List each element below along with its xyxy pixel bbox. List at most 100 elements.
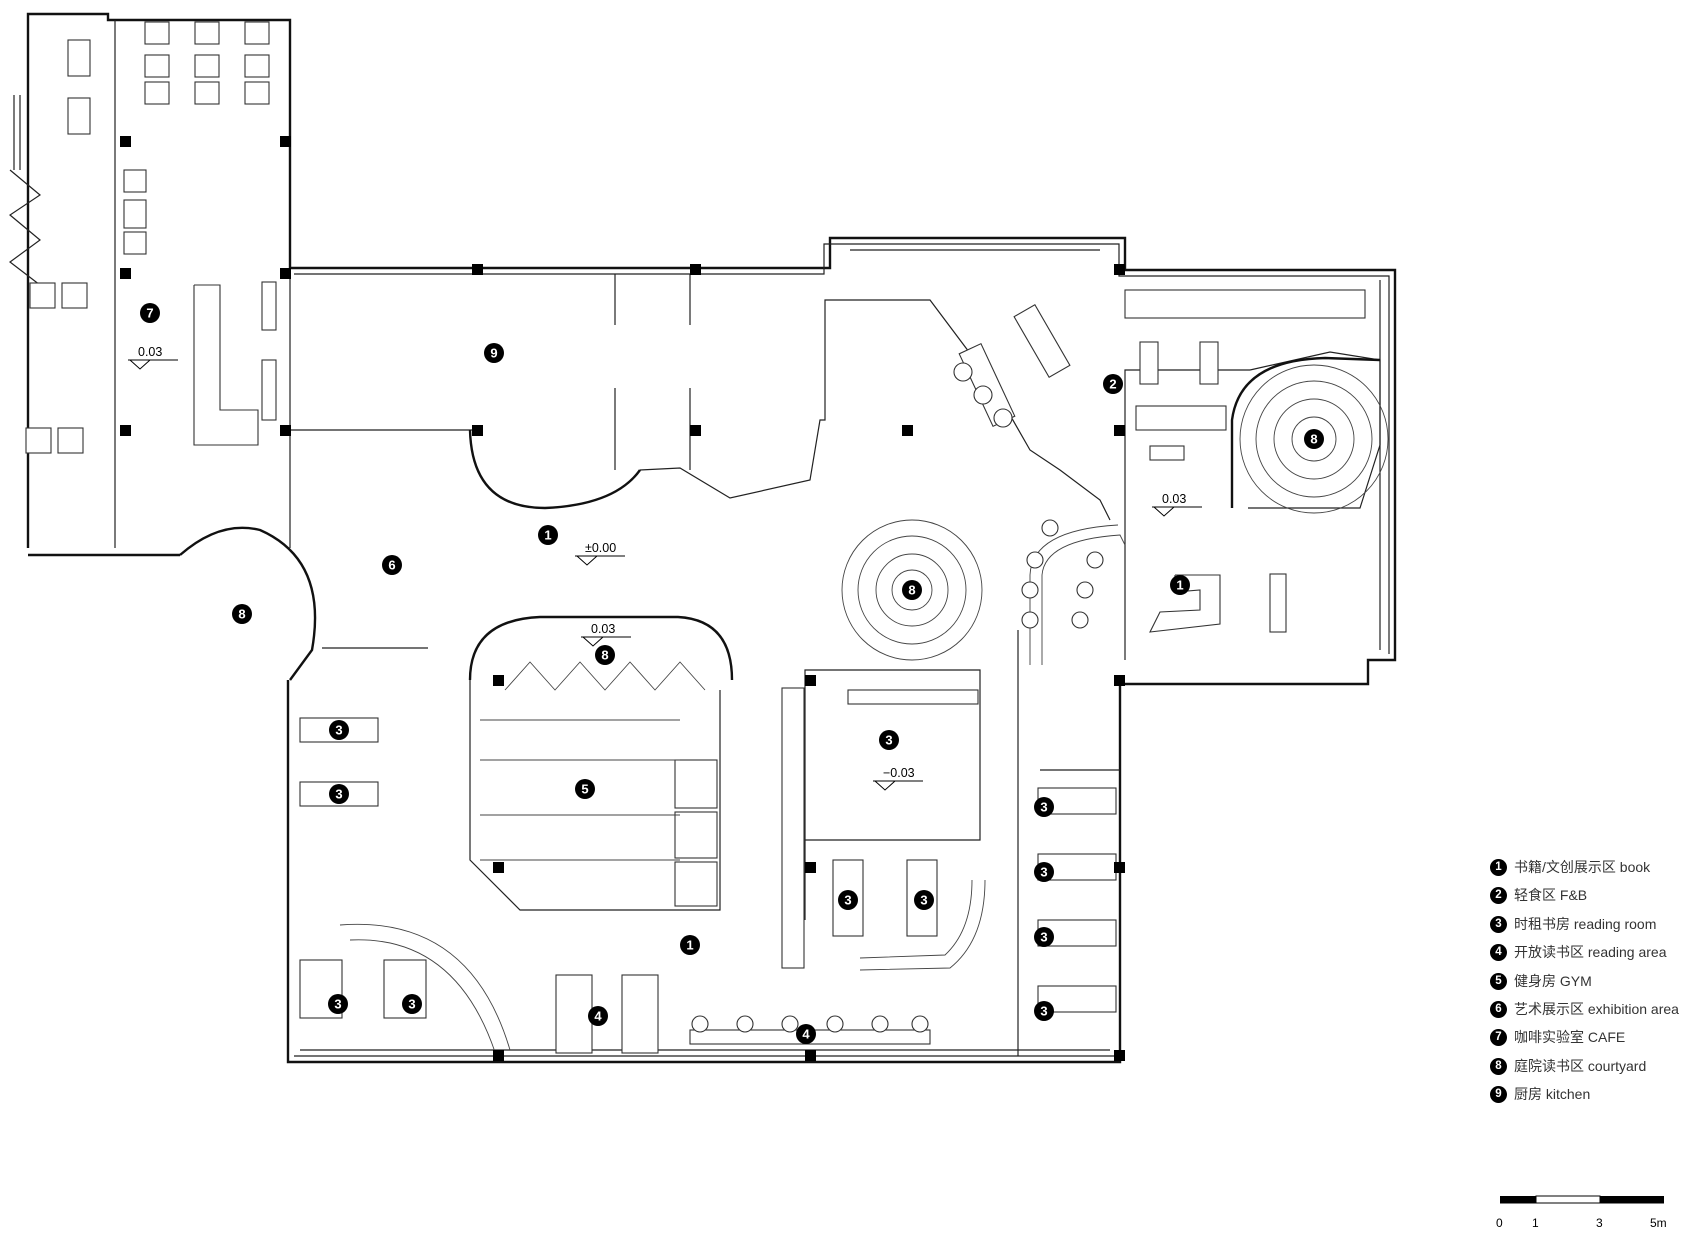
- elevation-mark: −0.03: [873, 766, 923, 791]
- zone-marker-circle: [1304, 429, 1324, 449]
- zone-marker-number: 6: [388, 558, 395, 573]
- legend-label: 艺术展示区 exhibition area: [1514, 1000, 1679, 1017]
- zone-marker-circle: [914, 890, 934, 910]
- zone-marker-circle: [1170, 575, 1190, 595]
- zone-marker-number: 3: [408, 997, 415, 1012]
- scale-label-0: 0: [1496, 1216, 1503, 1230]
- zone-marker-number: 4: [802, 1027, 810, 1042]
- scale-label-3: 3: [1596, 1216, 1603, 1230]
- legend-item-5: 5 健身房 GYM: [1490, 972, 1700, 1000]
- legend-label: 时租书房 reading room: [1514, 915, 1657, 932]
- elevation-mark: 0.03: [1152, 492, 1202, 517]
- zone-marker-number: 3: [335, 787, 342, 802]
- zone-marker-8: 8: [232, 604, 252, 624]
- zone-marker-circle: [382, 555, 402, 575]
- zone-marker-3: 3: [1034, 862, 1054, 882]
- elevation-mark: 0.03: [128, 345, 178, 370]
- zone-marker-circle: [329, 720, 349, 740]
- window-strips: [8, 95, 1381, 1051]
- zone-marker-number: 3: [1040, 800, 1047, 815]
- zone-marker-circle: [1034, 1001, 1054, 1021]
- zone-marker-3: 3: [1034, 927, 1054, 947]
- zone-marker-number: 3: [1040, 865, 1047, 880]
- zone-marker-circle: [680, 935, 700, 955]
- zone-marker-5: 5: [575, 779, 595, 799]
- scale-label-5m: 5m: [1650, 1216, 1667, 1230]
- legend-label: 轻食区 F&B: [1514, 887, 1588, 904]
- zone-marker-4: 4: [588, 1006, 608, 1026]
- zone-marker-number: 8: [1310, 432, 1317, 447]
- zone-marker-number: 3: [920, 893, 927, 908]
- zone-marker-number: 1: [1176, 578, 1183, 593]
- zone-marker-3: 3: [879, 730, 899, 750]
- zone-marker-9: 9: [484, 343, 504, 363]
- legend-label: 厨房 kitchen: [1514, 1086, 1591, 1103]
- furniture: [25, 21, 1366, 1054]
- legend-badge: 4: [1490, 944, 1507, 962]
- zone-marker-number: 3: [885, 733, 892, 748]
- elevation-marks: 0.03 ±0.00 0.03 0.03 −0.03: [128, 345, 1202, 791]
- zone-marker-3: 3: [1034, 1001, 1054, 1021]
- legend-badge: 5: [1490, 972, 1507, 990]
- legend-label: 健身房 GYM: [1514, 972, 1592, 989]
- zone-marker-1: 1: [680, 935, 700, 955]
- zone-marker-circle: [328, 994, 348, 1014]
- elevation-symbol: [581, 636, 631, 647]
- legend-badge: 7: [1490, 1029, 1507, 1047]
- legend-label: 庭院读书区 courtyard: [1514, 1057, 1647, 1074]
- elevation-symbol: [128, 359, 178, 370]
- legend-label: 书籍/文创展示区 book: [1514, 859, 1651, 875]
- legend-badge: 2: [1490, 887, 1507, 905]
- legend-badge: 1: [1490, 859, 1507, 876]
- zone-marker-circle: [140, 303, 160, 323]
- zone-marker-number: 3: [334, 997, 341, 1012]
- legend-item-1: 1 书籍/文创展示区 book: [1490, 858, 1700, 886]
- legend-label: 咖啡实验室 CAFE: [1514, 1029, 1626, 1046]
- zone-marker-circle: [484, 343, 504, 363]
- zone-marker-circle: [838, 890, 858, 910]
- zone-marker-3: 3: [838, 890, 858, 910]
- scale-bar: 0 1 3 5m: [1490, 1190, 1670, 1234]
- round-stools: [691, 362, 1104, 1033]
- zone-marker-number: 8: [908, 583, 915, 598]
- zone-marker-circle: [595, 645, 615, 665]
- zone-marker-8: 8: [1304, 429, 1324, 449]
- zone-marker-circle: [588, 1006, 608, 1026]
- gym-equipment: [480, 661, 706, 861]
- zone-marker-circle: [796, 1024, 816, 1044]
- zone-marker-3: 3: [329, 784, 349, 804]
- zone-marker-8: 8: [902, 580, 922, 600]
- legend-badge: 9: [1490, 1086, 1507, 1104]
- legend: 1 书籍/文创展示区 book 2 轻食区 F&B 3 时租书房 reading room…: [1490, 858, 1700, 1114]
- legend-item-3: 3 时租书房 reading room: [1490, 915, 1700, 943]
- curved-booths: [339, 524, 1126, 1053]
- legend-badge: 3: [1490, 915, 1507, 933]
- legend-item-9: 9 厨房 kitchen: [1490, 1085, 1700, 1113]
- scale-bar-graphic: [1500, 1195, 1664, 1204]
- zone-marker-6: 6: [382, 555, 402, 575]
- elevation-value: 0.03: [138, 345, 162, 359]
- zone-marker-1: 1: [538, 525, 558, 545]
- zone-marker-number: 9: [490, 346, 497, 361]
- zone-marker-number: 1: [544, 528, 551, 543]
- legend-label: 开放读书区 reading area: [1514, 944, 1667, 961]
- zone-marker-3: 3: [1034, 797, 1054, 817]
- zone-marker-circle: [232, 604, 252, 624]
- courtyard-wall: [179, 526, 317, 681]
- zone-marker-3: 3: [329, 720, 349, 740]
- zone-marker-3: 3: [402, 994, 422, 1014]
- zone-marker-circle: [329, 784, 349, 804]
- zone-marker-number: 1: [686, 938, 693, 953]
- zone-marker-circle: [902, 580, 922, 600]
- zone-marker-8: 8: [595, 645, 615, 665]
- zone-marker-3: 3: [328, 994, 348, 1014]
- zone-marker-circle: [1034, 797, 1054, 817]
- zone-marker-circle: [879, 730, 899, 750]
- scale-label-1: 1: [1532, 1216, 1539, 1230]
- elevation-mark: ±0.00: [575, 541, 625, 566]
- elevation-value: ±0.00: [585, 541, 616, 555]
- zone-marker-number: 7: [146, 306, 153, 321]
- elevation-mark: 0.03: [581, 622, 631, 647]
